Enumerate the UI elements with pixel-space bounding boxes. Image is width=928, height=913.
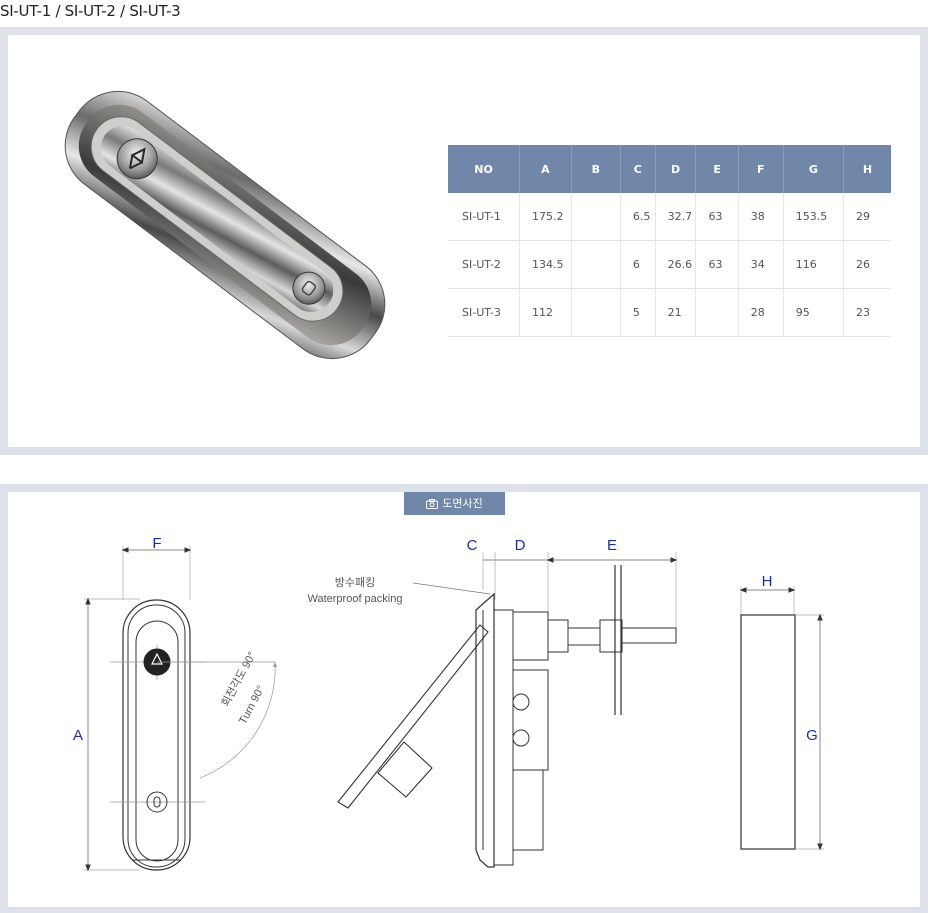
dim-label-d: D bbox=[515, 537, 526, 554]
table-cell: 5 bbox=[620, 288, 656, 337]
dim-label-c: C bbox=[467, 537, 478, 554]
dim-label-g: G bbox=[806, 727, 818, 744]
col-header-c: C bbox=[620, 145, 656, 193]
drawing-tab-label: 도면사진 bbox=[442, 497, 483, 510]
table-cell: 63 bbox=[695, 240, 739, 289]
table-cell: 26 bbox=[843, 240, 891, 289]
col-header-d: D bbox=[655, 145, 697, 193]
table-cell: SI-UT-2 bbox=[448, 240, 521, 289]
drawing-panel bbox=[0, 484, 928, 913]
table-cell: 38 bbox=[738, 193, 784, 241]
table-cell: 134.5 bbox=[519, 240, 572, 289]
table-row: SI-UT-1 175.2 6.5 32.7 63 38 153.5 29 bbox=[448, 193, 891, 241]
table-cell: 95 bbox=[783, 288, 845, 337]
col-header-no: NO bbox=[448, 145, 521, 193]
col-header-f: F bbox=[738, 145, 784, 193]
table-cell: 6 bbox=[620, 240, 656, 289]
table-cell: 153.5 bbox=[783, 193, 845, 241]
table-cell: 63 bbox=[695, 193, 739, 241]
table-header-row: NO A B C D E F G H bbox=[448, 145, 891, 193]
page-title: SI-UT-1 / SI-UT-2 / SI-UT-3 bbox=[0, 2, 181, 20]
dim-label-h: H bbox=[762, 573, 773, 590]
product-photo bbox=[64, 90, 386, 360]
table-cell: 32.7 bbox=[655, 193, 697, 241]
table-cell: 21 bbox=[655, 288, 697, 337]
table-cell bbox=[571, 193, 621, 241]
table-cell: 116 bbox=[783, 240, 845, 289]
drawing-panel-inner bbox=[8, 492, 920, 907]
dim-label-a: A bbox=[73, 727, 83, 744]
table-cell: SI-UT-3 bbox=[448, 288, 521, 337]
table-cell bbox=[695, 288, 739, 337]
packing-label-ko: 방수패킹 bbox=[335, 576, 375, 589]
col-header-a: A bbox=[519, 145, 572, 193]
table-row: SI-UT-2 134.5 6 26.6 63 34 116 26 bbox=[448, 240, 891, 289]
table-cell bbox=[571, 240, 621, 289]
table-cell: 175.2 bbox=[519, 193, 572, 241]
table-cell: 26.6 bbox=[655, 240, 697, 289]
table-cell: 112 bbox=[519, 288, 572, 337]
table-cell: 34 bbox=[738, 240, 784, 289]
table-row: SI-UT-3 112 5 21 28 95 23 bbox=[448, 288, 891, 337]
camera-icon bbox=[426, 499, 439, 509]
col-header-e: E bbox=[695, 145, 739, 193]
table-cell: 29 bbox=[843, 193, 891, 241]
col-header-g: G bbox=[783, 145, 845, 193]
table-cell: 28 bbox=[738, 288, 784, 337]
table-cell: 23 bbox=[843, 288, 891, 337]
dim-label-e: E bbox=[607, 537, 617, 554]
col-header-b: B bbox=[571, 145, 621, 193]
technical-drawing: F A 회전각도 90° Turn 90° C D E 방수패킹 Waterpr… bbox=[73, 535, 824, 872]
dim-label-f: F bbox=[152, 535, 161, 552]
col-header-h: H bbox=[843, 145, 891, 193]
table-cell: SI-UT-1 bbox=[448, 193, 521, 241]
spec-table: NO A B C D E F G H SI-UT-1 175.2 6.5 32.… bbox=[448, 145, 891, 337]
packing-label-en: Waterproof packing bbox=[308, 593, 403, 605]
table-cell bbox=[571, 288, 621, 337]
table-cell: 6.5 bbox=[620, 193, 656, 241]
drawing-tab[interactable]: 도면사진 bbox=[404, 492, 505, 515]
